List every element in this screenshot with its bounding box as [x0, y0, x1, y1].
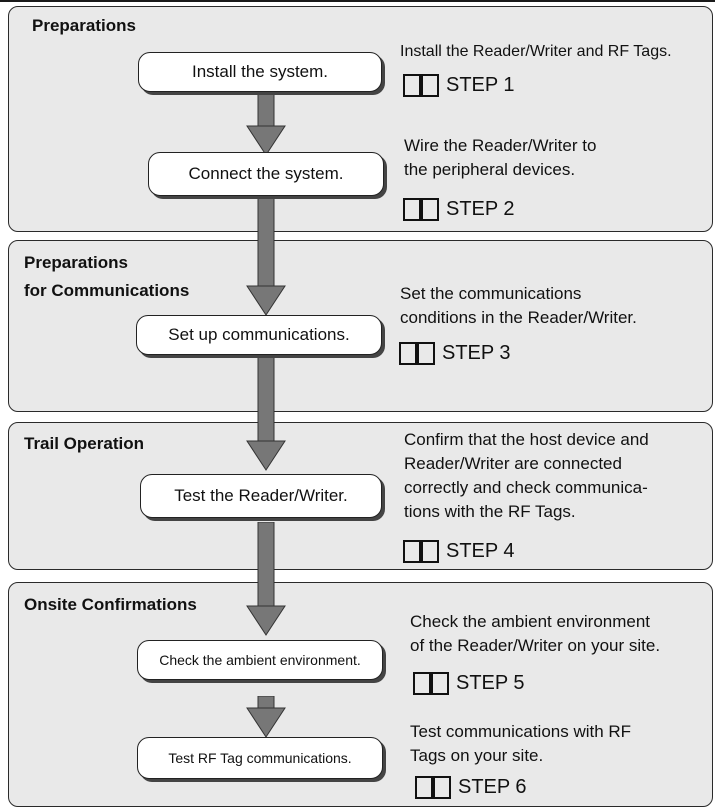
down-arrow-icon: [246, 696, 286, 738]
step-reference-label: STEP 2: [446, 197, 515, 220]
section-title-onsite-confirmations: Onsite Confirmations: [24, 595, 197, 614]
step-description-1: Install the Reader/Writer and RF Tags.: [400, 40, 672, 64]
description-line: Check the ambient environment: [410, 612, 651, 631]
step-box-install-system: Install the system.: [138, 52, 382, 92]
description-line: Tags on your site.: [410, 746, 544, 765]
step-reference-1: STEP 1: [402, 72, 515, 98]
description-line: tions with the RF Tags.: [404, 502, 576, 521]
step-box-test-reader-writer: Test the Reader/Writer.: [140, 474, 382, 518]
top-rule: [0, 0, 715, 2]
open-book-icon: [403, 198, 439, 221]
open-book-icon: [399, 342, 435, 365]
description-line: Reader/Writer are connected: [404, 454, 622, 473]
description-line: conditions in the Reader/Writer.: [400, 308, 637, 327]
step-box-setup-communications: Set up communications.: [136, 315, 382, 355]
section-title-preparations: Preparations: [32, 16, 136, 35]
step-description-2: Wire the Reader/Writer to the peripheral…: [404, 134, 596, 182]
description-line: correctly and check communica-: [404, 478, 648, 497]
step-reference-label: STEP 5: [456, 671, 525, 694]
section-title-preparations-line1: Preparations: [24, 253, 128, 272]
step-reference-4: STEP 4: [402, 538, 515, 564]
step-reference-label: STEP 1: [446, 73, 515, 96]
step-description-4: Confirm that the host device and Reader/…: [404, 428, 649, 524]
open-book-icon: [403, 540, 439, 563]
open-book-icon: [413, 672, 449, 695]
step-reference-3: STEP 3: [398, 340, 511, 366]
description-line: of the Reader/Writer on your site.: [410, 636, 661, 655]
step-description-3: Set the communications conditions in the…: [400, 282, 637, 330]
step-reference-2: STEP 2: [402, 196, 515, 222]
step-description-5: Check the ambient environment of the Rea…: [410, 610, 660, 658]
step-box-check-ambient-environment: Check the ambient environment.: [137, 640, 383, 680]
section-title-preparations-line2: for Communications: [24, 281, 190, 300]
description-line: Set the communications: [400, 284, 582, 303]
open-book-icon: [415, 776, 451, 799]
step-reference-6: STEP 6: [414, 774, 527, 800]
step-reference-label: STEP 6: [458, 775, 527, 798]
step-reference-label: STEP 3: [442, 341, 511, 364]
step-reference-label: STEP 4: [446, 539, 515, 562]
open-book-icon: [403, 74, 439, 97]
section-title-trail-operation: Trail Operation: [24, 434, 144, 453]
down-arrow-icon: [246, 522, 286, 636]
down-arrow-icon: [246, 196, 286, 316]
description-line: the peripheral devices.: [404, 160, 576, 179]
step-box-connect-system: Connect the system.: [148, 152, 384, 196]
down-arrow-icon: [246, 82, 286, 156]
description-line: Test communications with RF: [410, 722, 632, 741]
step-box-test-rf-tag-communications: Test RF Tag communications.: [137, 737, 383, 779]
description-line: Confirm that the host device and: [404, 430, 649, 449]
down-arrow-icon: [246, 355, 286, 471]
description-line: Install the Reader/Writer and RF Tags.: [400, 43, 672, 60]
step-reference-5: STEP 5: [412, 670, 525, 696]
description-line: Wire the Reader/Writer to: [404, 136, 597, 155]
step-description-6: Test communications with RF Tags on your…: [410, 720, 631, 768]
